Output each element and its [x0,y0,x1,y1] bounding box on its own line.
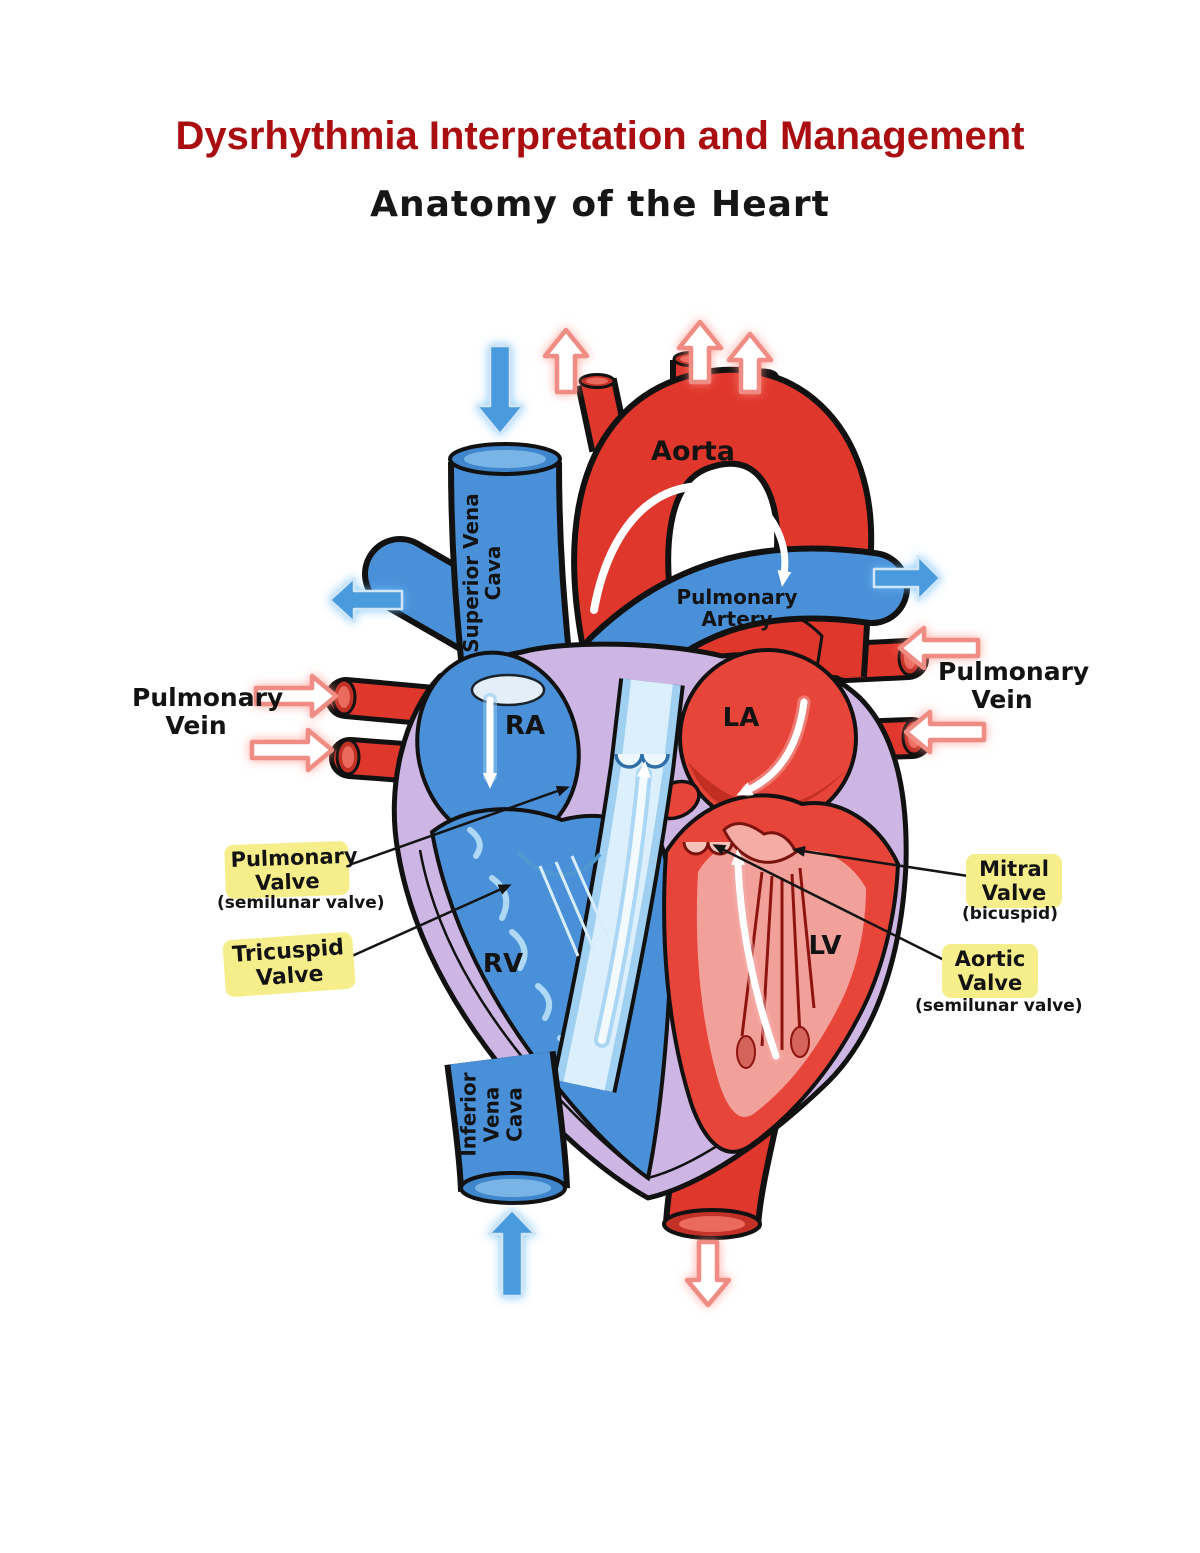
pulmonary-vein-right-label: Pulmonary Vein [938,657,1090,714]
pulmonary-artery-label: Pulmonary Artery [676,585,798,631]
aorta-label: Aorta [651,436,735,467]
mitral-valve-label: Mitral Valve [966,854,1062,909]
flow-arrows [483,482,811,1063]
label-pointer-lines [351,785,969,962]
pulmonary-artery-vessel [578,545,910,700]
right-atrium-shape [415,650,581,846]
left-ventricle-label: LV [808,931,842,961]
pulmonary-vein-left-label: Pulmonary Vein [132,683,284,740]
inferior-vena-cava-label: Inferior Vena Cava [456,1072,527,1157]
blood-flow-arrows-red [249,319,987,1308]
left-ventricle-shape [662,793,901,1154]
blood-flow-arrows-blue [328,344,942,1298]
inferior-vena-cava-vessel [444,1050,570,1205]
right-ventricle-label: RV [482,949,524,979]
left-atrium-label: LA [722,703,760,733]
pulmonary-valve-note: (semilunar valve) [217,893,385,913]
aortic-valve-note: (semilunar valve) [915,996,1083,1016]
aortic-valve-label: Aortic Valve [942,944,1038,999]
superior-vena-cava-label: Superior Vena Cava [459,493,505,653]
diagram-title: Anatomy of the Heart [370,184,830,225]
mitral-valve-note: (bicuspid) [962,904,1058,924]
pulmonary-valve-label: Pulmonary Valve [224,840,358,900]
tricuspid-valve-label: Tricuspid Valve [222,931,356,998]
right-atrium-label: RA [504,711,546,741]
page-title: Dysrhythmia Interpretation and Managemen… [175,114,1025,158]
